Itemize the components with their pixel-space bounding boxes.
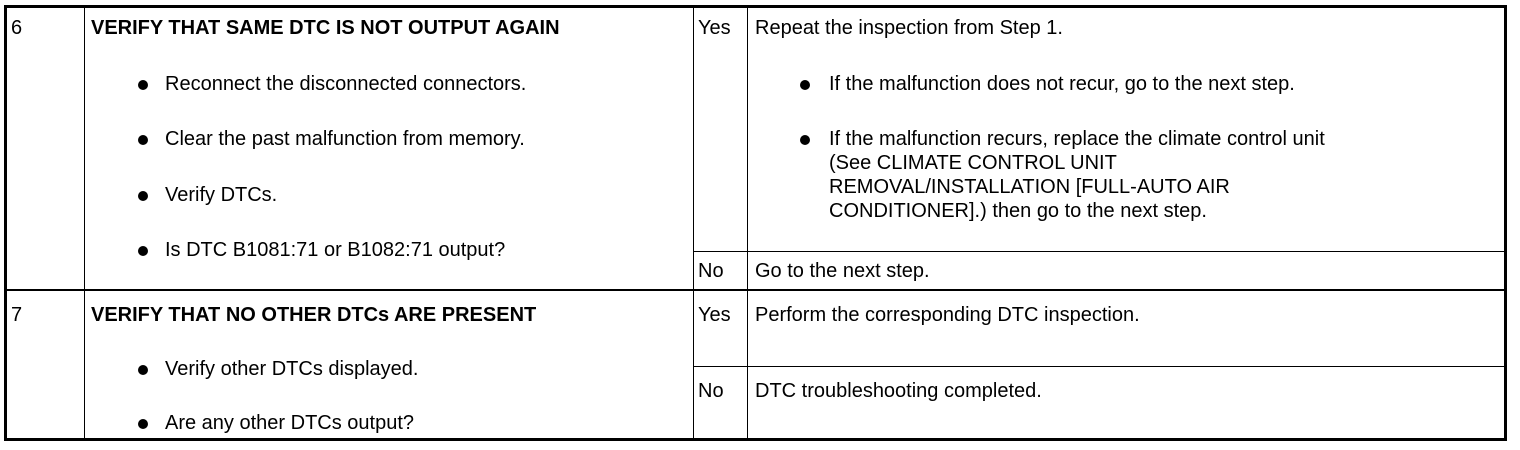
divider-step6-step7 [7,289,1504,291]
action-text: Clear the past malfunction from memory. [165,128,525,150]
step-heading: VERIFY THAT NO OTHER DTCs ARE PRESENT [91,304,537,326]
text-line: If the malfunction recurs, replace the c… [829,128,1325,150]
result-bullet-text: If the malfunction does not recur, go to… [829,73,1295,95]
step-heading: VERIFY THAT SAME DTC IS NOT OUTPUT AGAIN [91,17,560,39]
no-result-text: DTC troubleshooting completed. [755,380,1042,402]
action-text: Is DTC B1081:71 or B1082:71 output? [165,239,506,261]
bullet-icon [138,191,148,201]
yes-label: Yes [698,304,731,326]
divider-step6-yes-no [693,251,1504,252]
bullet-icon [138,135,148,145]
bullet-icon [138,419,148,429]
no-label: No [698,260,724,282]
result-bullet-text: If the malfunction recurs, replace the c… [829,127,1325,223]
action-text: Reconnect the disconnected connectors. [165,73,527,95]
column-divider-step [84,8,85,438]
step-number: 7 [11,304,23,326]
bullet-icon [800,80,810,90]
action-text: Verify DTCs. [165,184,278,206]
bullet-icon [138,365,148,375]
action-text: Are any other DTCs output? [165,412,415,434]
column-divider-action [693,8,694,438]
yes-result-text: Perform the corresponding DTC inspection… [755,304,1140,326]
column-divider-result [747,8,748,438]
no-result-text: Go to the next step. [755,260,930,282]
text-line: (See CLIMATE CONTROL UNIT [829,152,1117,174]
text-line: CONDITIONER].) then go to the next step. [829,200,1207,222]
divider-step7-yes-no [693,366,1504,367]
yes-result-text: Repeat the inspection from Step 1. [755,17,1063,39]
bullet-icon [800,135,810,145]
action-text: Verify other DTCs displayed. [165,358,419,380]
step-number: 6 [11,17,23,39]
bullet-icon [138,246,148,256]
troubleshooting-table: 6 VERIFY THAT SAME DTC IS NOT OUTPUT AGA… [4,5,1507,441]
yes-label: Yes [698,17,731,39]
bullet-icon [138,80,148,90]
no-label: No [698,380,724,402]
text-line: REMOVAL/INSTALLATION [FULL-AUTO AIR [829,176,1230,198]
